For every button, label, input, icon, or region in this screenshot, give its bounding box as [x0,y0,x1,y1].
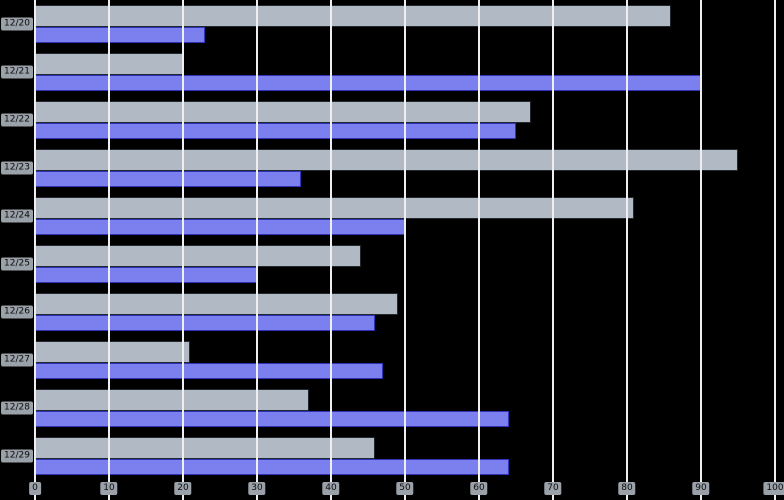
x-tick-label: 40 [322,482,340,495]
x-tick-label: 0 [29,482,41,495]
bar-gray-series-12/29 [35,437,376,459]
y-tick-label: 12/25 [1,257,33,271]
bar-gray-series-12/21 [35,53,183,75]
x-tick-label: 90 [692,482,710,495]
bar-blue-series-12/20 [35,27,206,43]
x-tick-label: 80 [618,482,636,495]
y-tick-label: 12/29 [1,449,33,463]
bar-gray-series-12/25 [35,245,361,267]
y-tick-label: 12/22 [1,113,33,127]
bar-blue-series-12/22 [35,123,516,139]
bar-gray-series-12/27 [35,341,191,363]
x-axis-labels: 0 10 20 30 40 50 60 70 80 90 100 [29,482,784,500]
bar-gray-series-12/26 [35,293,398,315]
bar-gray-series-12/20 [35,5,672,27]
x-tick-label: 30 [248,482,266,495]
x-tick-label: 20 [174,482,192,495]
y-tick-label: 12/27 [1,353,33,367]
bar-gray-series-12/28 [35,389,309,411]
y-tick-label: 12/28 [1,401,33,415]
bar-gray-series-12/22 [35,101,531,123]
bars-layer [35,0,775,480]
y-tick-label: 12/21 [1,65,33,79]
y-tick-label: 12/24 [1,209,33,223]
bar-blue-series-12/24 [35,219,405,235]
bar-blue-series-12/28 [35,411,509,427]
x-tick-label: 50 [396,482,414,495]
y-tick-label: 12/23 [1,161,33,175]
bar-gray-series-12/23 [35,149,738,171]
bar-blue-series-12/26 [35,315,376,331]
bar-gray-series-12/24 [35,197,635,219]
bar-blue-series-12/27 [35,363,383,379]
y-axis-labels: 12/20 12/21 12/22 12/23 12/24 12/25 12/26 12/27… [0,0,35,480]
x-tick-label: 60 [470,482,488,495]
x-tick-label: 10 [100,482,118,495]
bar-blue-series-12/21 [35,75,701,91]
bar-blue-series-12/23 [35,171,302,187]
y-tick-label: 12/26 [1,305,33,319]
bar-blue-series-12/25 [35,267,257,283]
x-tick-label: 100 [763,482,784,495]
x-tick-label: 70 [544,482,562,495]
bar-blue-series-12/29 [35,459,509,475]
y-tick-label: 12/20 [1,17,33,31]
plot-area [34,0,776,500]
